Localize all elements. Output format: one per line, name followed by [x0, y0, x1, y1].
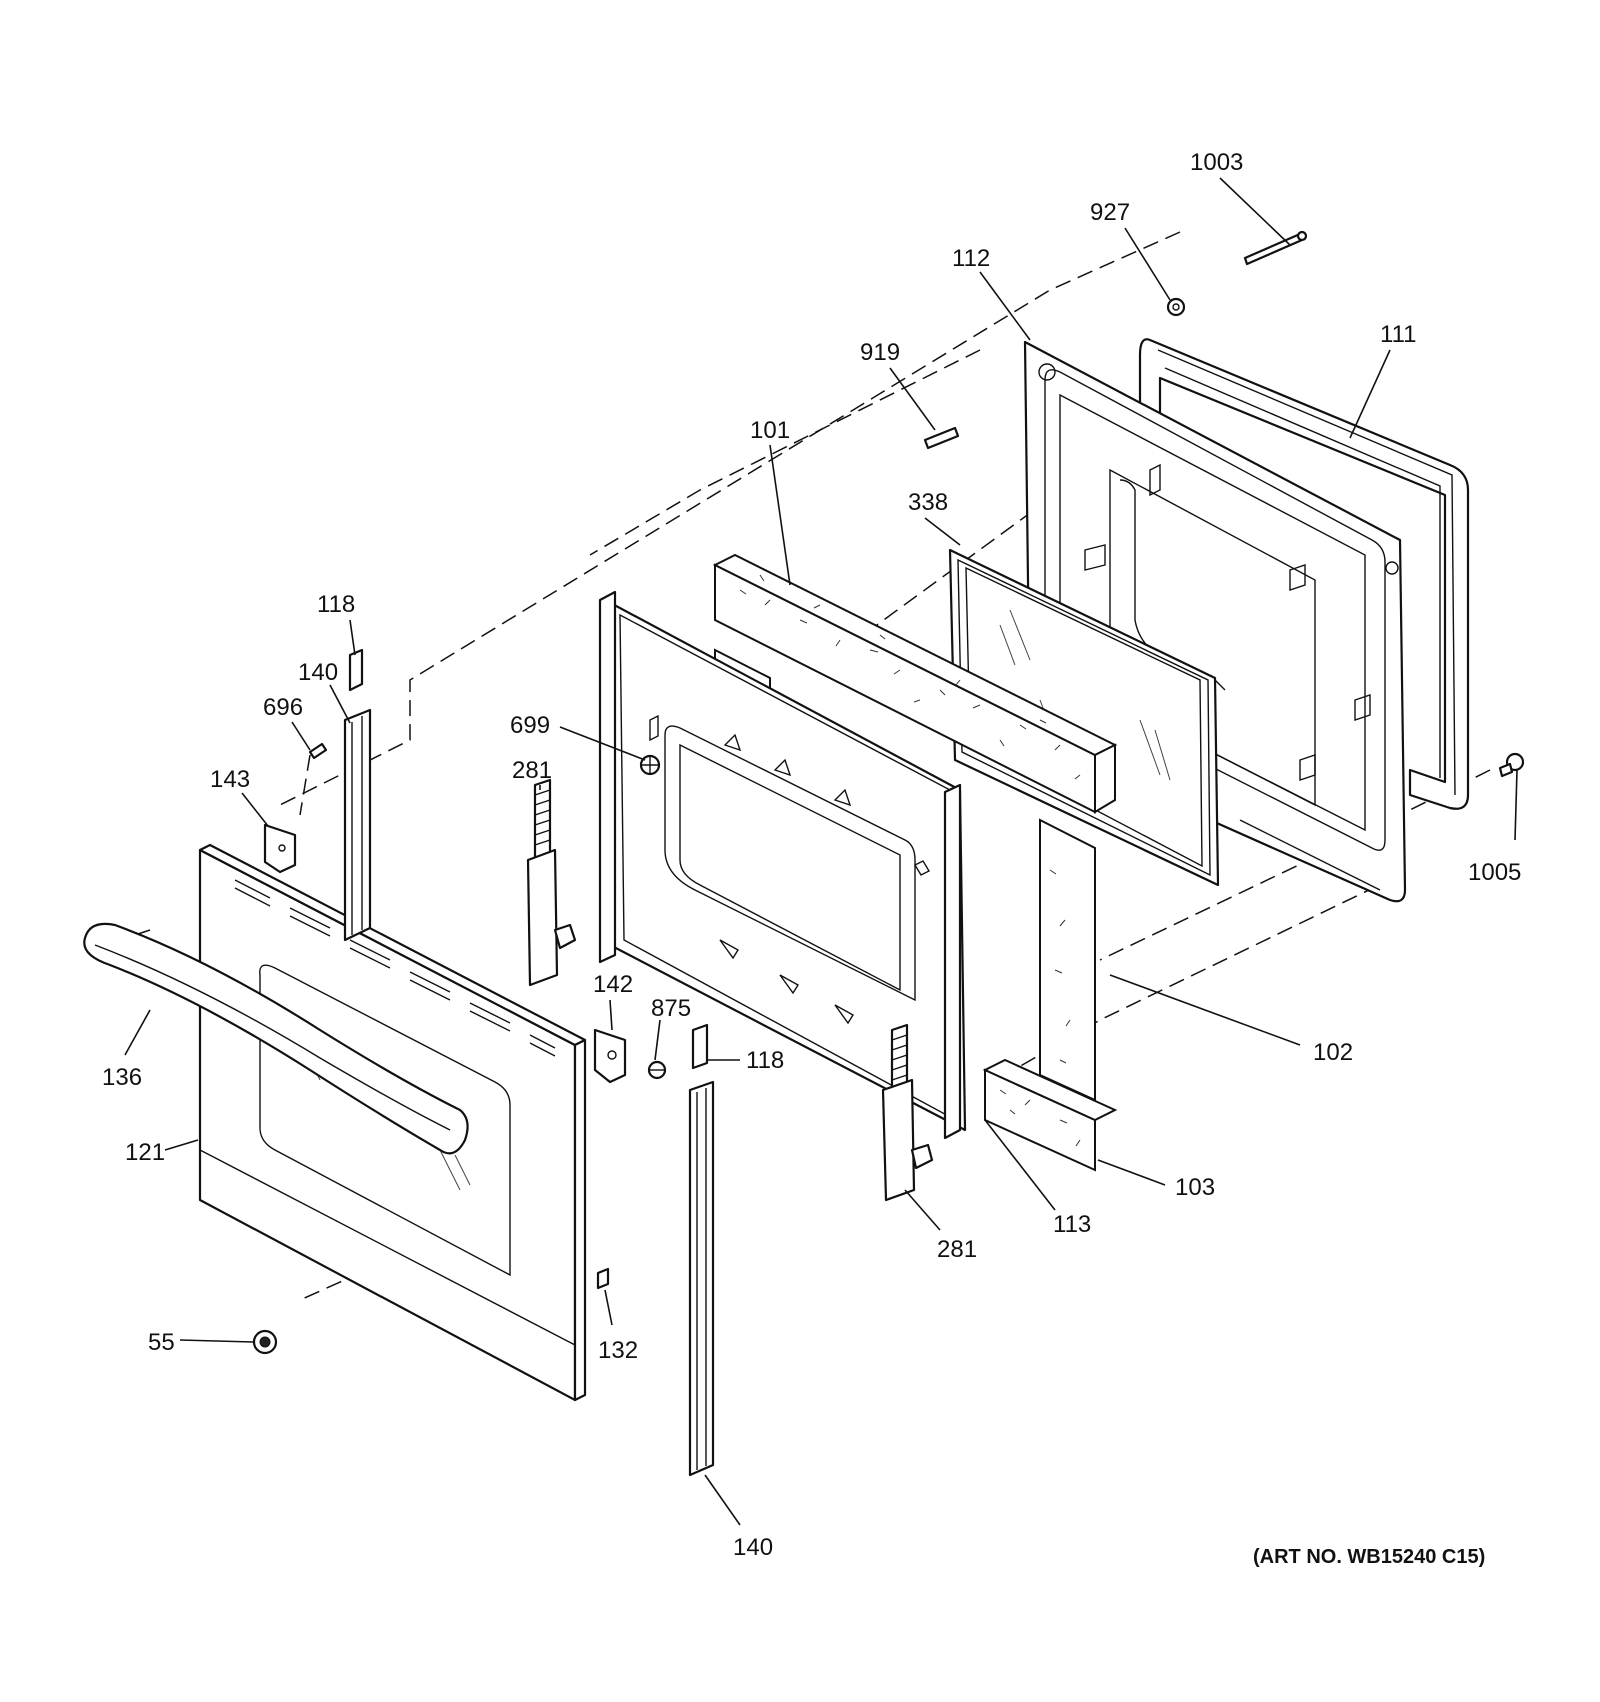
clip-132: [596, 1267, 610, 1290]
washer-927: [1166, 297, 1186, 317]
callout-919: 919: [860, 339, 900, 366]
channel-cap-118-right: [691, 1023, 709, 1070]
hinge-channel-140-right: [688, 1080, 715, 1477]
callout-102: 102: [1313, 1039, 1353, 1066]
callout-281-top: 281: [512, 757, 552, 784]
callout-labels: 1003 927 112 111 919 101 338 118 140 696…: [102, 149, 1521, 1561]
callout-111: 111: [1380, 321, 1416, 348]
door-frame-113: [598, 590, 967, 1140]
insulation-bottom-103: [982, 1058, 1118, 1172]
callout-103: 103: [1175, 1174, 1215, 1201]
channel-cap-118-left: [348, 648, 364, 692]
pin-919: [923, 426, 960, 450]
callout-132: 132: [598, 1337, 638, 1364]
screw-696: [308, 742, 328, 760]
bracket-143: [263, 823, 297, 874]
bracket-142: [593, 1028, 627, 1084]
rear-gasket-111: [1138, 338, 1470, 810]
callout-113: 113: [1053, 1211, 1091, 1238]
callout-281-bottom: 281: [937, 1236, 977, 1263]
callout-143: 143: [210, 766, 250, 793]
callout-118-right: 118: [746, 1047, 784, 1074]
bumper-55: [252, 1329, 278, 1355]
hinge-channel-140-left: [343, 708, 372, 942]
callout-140-bottom: 140: [733, 1534, 773, 1561]
screw-699: [639, 754, 661, 776]
screw-1003: [1243, 230, 1308, 266]
callout-136: 136: [102, 1064, 142, 1091]
art-number: (ART NO. WB15240 C15): [1253, 1546, 1485, 1568]
callout-1005: 1005: [1468, 859, 1521, 886]
callout-55: 55: [148, 1329, 175, 1356]
leader-lines: [124, 177, 1518, 1526]
callout-140-left: 140: [298, 659, 338, 686]
outer-door-121: [198, 843, 587, 1402]
screw-875: [647, 1060, 667, 1080]
callout-1003: 1003: [1190, 149, 1243, 176]
callout-927: 927: [1090, 199, 1130, 226]
callout-699: 699: [510, 712, 550, 739]
callout-121: 121: [125, 1139, 165, 1166]
screw-1005: [1498, 752, 1525, 778]
callout-112: 112: [952, 245, 990, 272]
callout-338: 338: [908, 489, 948, 516]
callout-101: 101: [750, 417, 790, 444]
insulation-top-101: [712, 553, 1118, 814]
door-handle-136: [83, 922, 469, 1155]
callout-118-left: 118: [317, 591, 355, 618]
callout-696: 696: [263, 694, 303, 721]
callout-875: 875: [651, 995, 691, 1022]
hinge-281-right: [881, 1023, 934, 1202]
callout-142: 142: [593, 971, 633, 998]
hinge-281-left: [526, 778, 577, 987]
